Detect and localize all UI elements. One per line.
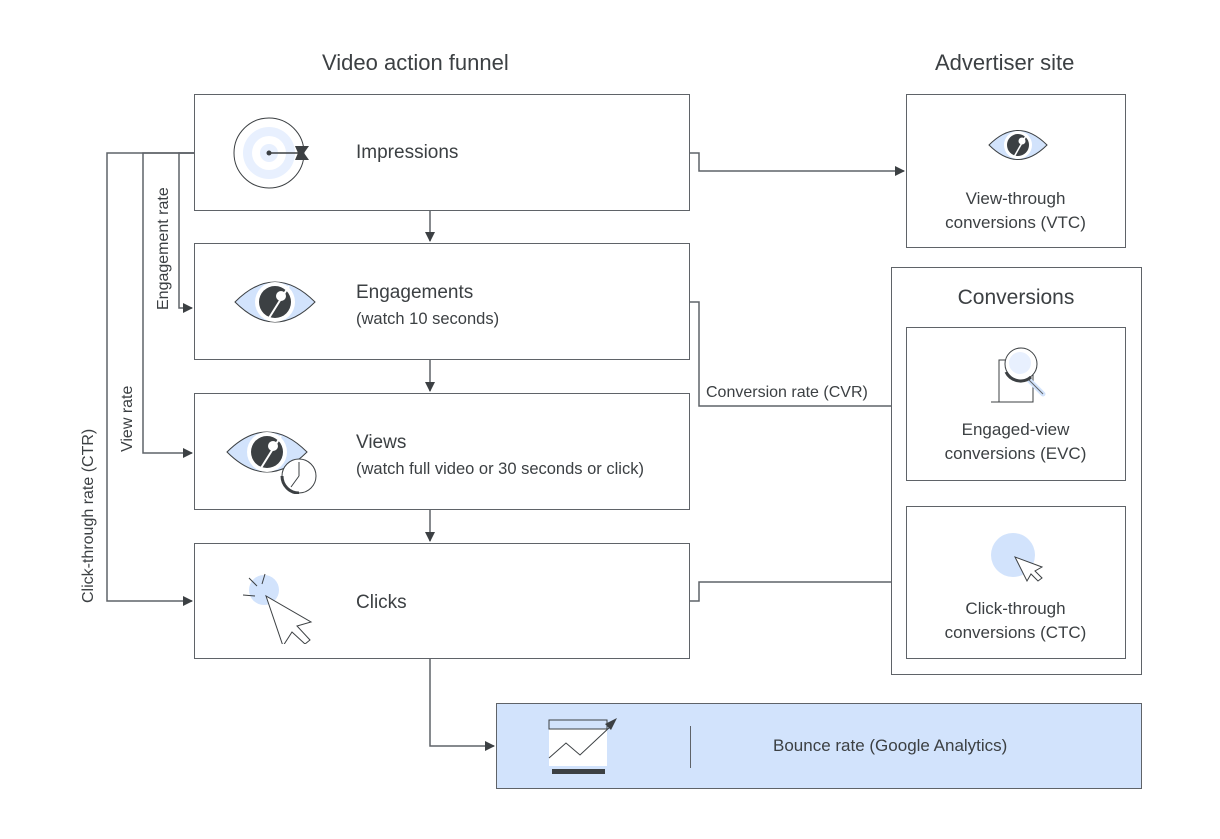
arrow-engagements-to-evc xyxy=(689,301,905,411)
cursor-icon xyxy=(991,533,1044,583)
vtc-line1: View-through xyxy=(965,189,1066,208)
vtc-line2: conversions (VTC) xyxy=(945,213,1086,232)
arrow-clicks-to-ctc xyxy=(689,577,905,602)
ctc-box: Click-through conversions (CTC) xyxy=(906,506,1126,659)
arrow-impressions-to-vtc xyxy=(689,152,905,176)
funnel-box-clicks: Clicks xyxy=(194,543,690,659)
engagements-subtitle: (watch 10 seconds) xyxy=(356,310,500,328)
eye-icon xyxy=(234,281,316,323)
evc-box: Engaged-view conversions (EVC) xyxy=(906,327,1126,481)
funnel-box-engagements: Engagements (watch 10 seconds) xyxy=(194,243,690,360)
bounce-rate-box: Bounce rate (Google Analytics) xyxy=(496,703,1142,789)
views-subtitle: (watch full video or 30 seconds or click… xyxy=(356,460,644,478)
cvr-label: Conversion rate (CVR) xyxy=(706,384,868,401)
bounce-divider xyxy=(690,726,691,768)
target-icon xyxy=(233,117,309,189)
funnel-box-impressions: Impressions xyxy=(194,94,690,211)
view-rate-label: View rate xyxy=(119,385,136,452)
analytics-chart-icon xyxy=(548,718,617,774)
vtc-box: View-through conversions (VTC) xyxy=(906,94,1126,248)
ctr-line xyxy=(106,152,194,606)
eye-clock-icon xyxy=(226,431,317,494)
arrow-clicks-to-bounce xyxy=(429,658,495,751)
ctc-line1: Click-through xyxy=(965,599,1066,618)
cursor-click-icon xyxy=(242,573,313,644)
views-title: Views xyxy=(356,432,407,453)
ctr-label: Click-through rate (CTR) xyxy=(80,428,97,603)
engagements-title: Engagements xyxy=(356,282,474,303)
document-magnifier-icon xyxy=(991,347,1046,403)
engagement-rate-line xyxy=(178,152,194,313)
funnel-heading: Video action funnel xyxy=(322,50,509,75)
impressions-title: Impressions xyxy=(356,142,459,163)
ctc-label: Click-through conversions (CTC) xyxy=(907,597,1124,645)
evc-line1: Engaged-view xyxy=(961,420,1070,439)
vtc-label: View-through conversions (VTC) xyxy=(907,187,1124,235)
bounce-rate-label: Bounce rate (Google Analytics) xyxy=(773,736,1008,755)
eye-icon xyxy=(988,130,1048,160)
conversions-title: Conversions xyxy=(957,286,1075,309)
clicks-title: Clicks xyxy=(356,592,407,613)
advertiser-site-heading: Advertiser site xyxy=(935,50,1075,75)
funnel-box-views: Views (watch full video or 30 seconds or… xyxy=(194,393,690,510)
engagement-rate-label: Engagement rate xyxy=(155,187,172,310)
evc-label: Engaged-view conversions (EVC) xyxy=(907,418,1124,466)
evc-line2: conversions (EVC) xyxy=(944,444,1087,463)
ctc-line2: conversions (CTC) xyxy=(944,623,1087,642)
